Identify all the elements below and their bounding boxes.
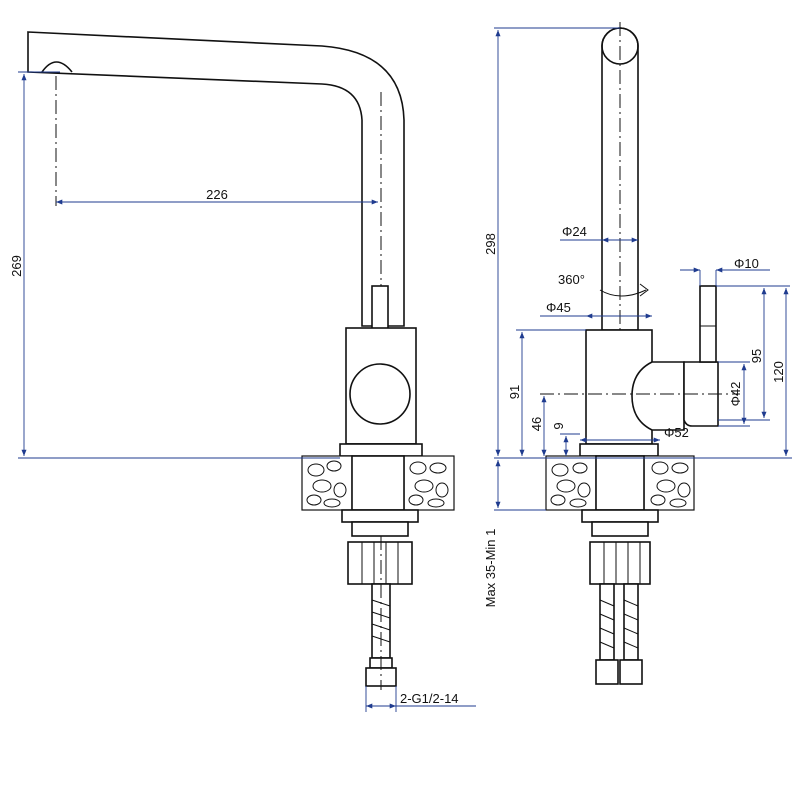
mounting-plate [351, 521, 409, 537]
lever-stem [371, 285, 389, 331]
dim-handle-knob-dia: Φ42 [728, 382, 743, 407]
dim-handle-top: 120 [771, 361, 786, 383]
aerator [41, 61, 73, 73]
shank [351, 455, 405, 511]
front-plate [591, 521, 649, 537]
dim-spout-dia: Φ24 [562, 224, 587, 239]
side-view-dimensions: 226 269 2-G1/2-14 [9, 71, 476, 712]
dim-right-height: 298 [483, 233, 498, 255]
countertop-left [301, 455, 353, 511]
handle-knob [349, 363, 411, 425]
front-handle-knob [631, 361, 685, 431]
front-view-dimensions: 298 Φ24 360° Φ10 Φ45 91 46 9 Φ52 [483, 27, 792, 608]
front-handle-cap [683, 361, 719, 427]
hose-left [599, 583, 615, 661]
base-ring [339, 443, 423, 457]
front-base-ring [579, 443, 659, 457]
front-fixing-nut [589, 541, 651, 585]
dim-handle-dia: Φ10 [734, 256, 759, 271]
front-lever [699, 285, 717, 363]
front-washer [581, 509, 659, 523]
front-countertop-left [545, 455, 597, 511]
dim-handle-axis: 46 [529, 417, 544, 431]
mounting-washer [341, 509, 419, 523]
dim-rotation: 360° [558, 272, 585, 287]
dim-base-dia: Φ52 [664, 425, 689, 440]
side-view [27, 31, 455, 690]
fixing-nut [347, 541, 413, 585]
dim-spout-reach: 226 [206, 187, 228, 202]
hose-right [623, 583, 639, 661]
front-shank [595, 455, 645, 511]
dim-deck-thickness: Max 35-Min 1 [483, 529, 498, 608]
rotation-arrow [599, 289, 647, 297]
dim-body-height: 91 [507, 385, 522, 399]
dim-handle-height: 95 [749, 349, 764, 363]
hose-right-nut [619, 659, 643, 685]
spout-outline [27, 31, 405, 327]
front-view [540, 22, 740, 685]
dim-body-dia: Φ45 [546, 300, 571, 315]
dim-connection: 2-G1/2-14 [400, 691, 459, 706]
hose-left-nut [595, 659, 619, 685]
dim-lower-gap: 9 [551, 422, 566, 429]
dim-left-height: 269 [9, 255, 24, 277]
